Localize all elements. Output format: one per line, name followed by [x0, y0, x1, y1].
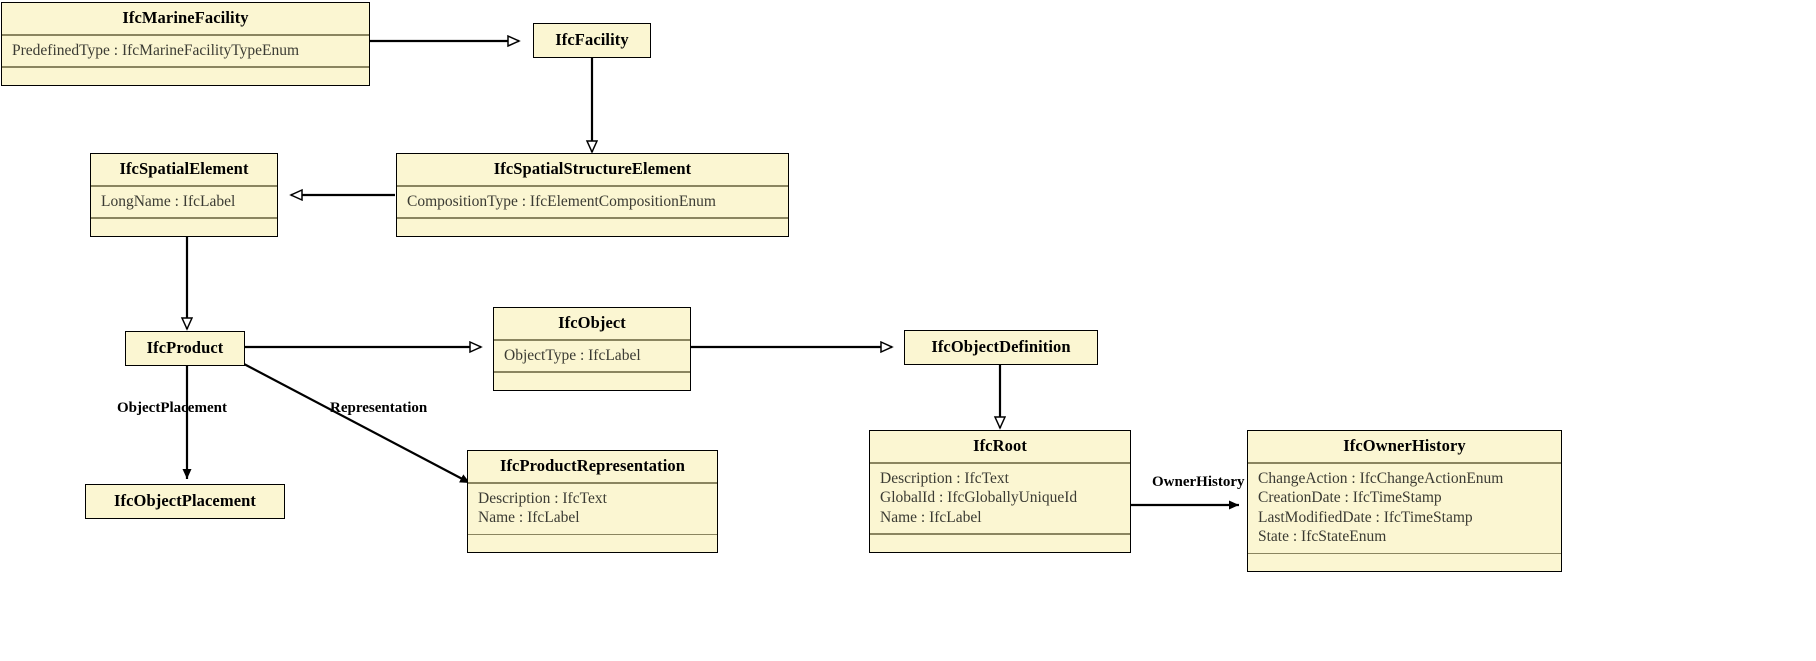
operations-compartment	[91, 219, 277, 236]
class-box-ifcspatialelement[interactable]: IfcSpatialElement LongName : IfcLabel	[90, 153, 278, 237]
class-box-ifcroot[interactable]: IfcRoot Description : IfcText GlobalId :…	[869, 430, 1131, 553]
class-name-ifcobject: IfcObject	[558, 313, 626, 332]
class-box-ifcobjectdefinition[interactable]: IfcObjectDefinition	[904, 330, 1098, 365]
attribute-row: CompositionType : IfcElementCompositionE…	[407, 192, 716, 210]
compartment-separator	[2, 34, 369, 36]
attribute-row: GlobalId : IfcGloballyUniqueId	[880, 489, 1078, 507]
class-name-ifcspatialstructureelement: IfcSpatialStructureElement	[493, 159, 692, 178]
operations-compartment	[870, 535, 1130, 552]
relation-label-representation: Representation	[330, 400, 428, 416]
class-box-ifcownerhistory[interactable]: IfcOwnerHistory ChangeAction : IfcChange…	[1247, 430, 1562, 573]
attribute-row: Name : IfcLabel	[478, 509, 580, 527]
relation-label-ownerhistory: OwnerHistory	[1152, 474, 1245, 490]
link-product-to-productrepresentation	[243, 363, 471, 484]
class-name-ifcproductrepresentation: IfcProductRepresentation	[499, 456, 686, 475]
compartment-separator	[397, 217, 788, 219]
class-name-ifcownerhistory: IfcOwnerHistory	[1343, 436, 1466, 455]
compartment-separator	[91, 217, 277, 219]
attribute-row: ChangeAction : IfcChangeActionEnum	[1258, 469, 1504, 487]
attribute-row: LastModifiedDate : IfcTimeStamp	[1258, 508, 1473, 526]
compartment-separator	[870, 462, 1130, 464]
class-box-ifcproduct[interactable]: IfcProduct	[125, 331, 245, 366]
attribute-row: PredefinedType : IfcMarineFacilityTypeEn…	[12, 41, 300, 59]
compartment-separator	[1248, 552, 1561, 555]
class-name-ifcobjectdefinition: IfcObjectDefinition	[931, 337, 1071, 356]
attribute-row: CreationDate : IfcTimeStamp	[1258, 489, 1442, 507]
operations-compartment	[397, 219, 788, 236]
operations-compartment	[468, 535, 717, 552]
class-box-ifcobjectplacement[interactable]: IfcObjectPlacement	[85, 484, 285, 519]
attribute-list-ifcspatialstructureelement: CompositionType : IfcElementCompositionE…	[397, 187, 788, 218]
compartment-separator	[91, 185, 277, 187]
attribute-list-ifcmarinefacility: PredefinedType : IfcMarineFacilityTypeEn…	[2, 36, 369, 67]
attribute-list-ifcroot: Description : IfcText GlobalId : IfcGlob…	[870, 464, 1130, 534]
compartment-separator	[2, 66, 369, 68]
compartment-separator	[494, 371, 690, 373]
operations-compartment	[1248, 554, 1561, 571]
class-box-ifcspatialstructureelement[interactable]: IfcSpatialStructureElement CompositionTy…	[396, 153, 789, 237]
attribute-row: ObjectType : IfcLabel	[504, 346, 641, 364]
class-name-ifcspatialelement: IfcSpatialElement	[119, 159, 249, 178]
class-name-ifcproduct: IfcProduct	[146, 338, 224, 357]
compartment-separator	[468, 533, 717, 536]
compartment-separator	[1248, 462, 1561, 464]
attribute-row: Name : IfcLabel	[880, 508, 982, 526]
attribute-row: Description : IfcText	[880, 469, 1009, 487]
compartment-separator	[468, 482, 717, 484]
operations-compartment	[494, 373, 690, 390]
operations-compartment	[2, 68, 369, 85]
attribute-list-ifcspatialelement: LongName : IfcLabel	[91, 187, 277, 218]
class-name-ifcroot: IfcRoot	[973, 436, 1027, 455]
class-box-ifcproductrepresentation[interactable]: IfcProductRepresentation Description : I…	[467, 450, 718, 554]
compartment-separator	[397, 185, 788, 187]
relation-label-objectplacement: ObjectPlacement	[117, 400, 227, 416]
class-box-ifcmarinefacility[interactable]: IfcMarineFacility PredefinedType : IfcMa…	[1, 2, 370, 86]
attribute-list-ifcproductrepresentation: Description : IfcText Name : IfcLabel	[468, 484, 717, 534]
attribute-row: LongName : IfcLabel	[101, 192, 236, 210]
attribute-list-ifcownerhistory: ChangeAction : IfcChangeActionEnum Creat…	[1248, 464, 1561, 553]
class-name-ifcobjectplacement: IfcObjectPlacement	[114, 491, 256, 510]
class-box-ifcobject[interactable]: IfcObject ObjectType : IfcLabel	[493, 307, 691, 391]
class-name-ifcmarinefacility: IfcMarineFacility	[122, 8, 249, 27]
compartment-separator	[494, 339, 690, 341]
compartment-separator	[870, 533, 1130, 535]
class-name-ifcfacility: IfcFacility	[555, 30, 629, 49]
attribute-list-ifcobject: ObjectType : IfcLabel	[494, 341, 690, 372]
attribute-row: State : IfcStateEnum	[1258, 528, 1387, 546]
class-box-ifcfacility[interactable]: IfcFacility	[533, 23, 651, 58]
attribute-row: Description : IfcText	[478, 489, 607, 507]
